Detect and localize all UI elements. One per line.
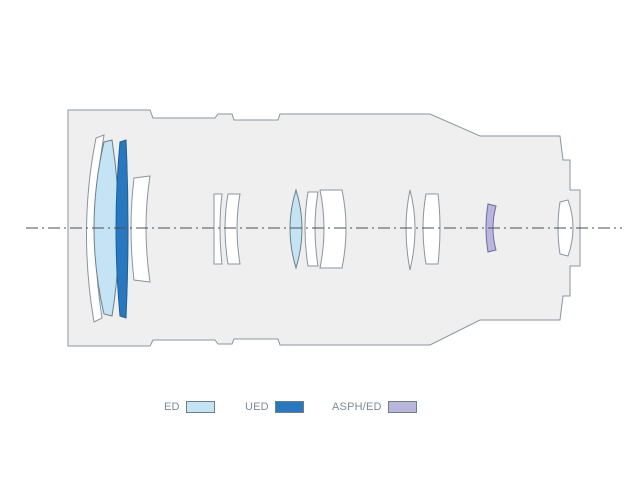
front-group-element-4 bbox=[130, 175, 151, 283]
legend-item-ued: UED bbox=[245, 401, 304, 413]
group3-element-2 bbox=[304, 191, 319, 267]
legend-swatch-asph-ed bbox=[387, 401, 417, 413]
group4-element-1 bbox=[405, 189, 416, 271]
group3-element-3 bbox=[319, 189, 347, 269]
group4-element-2 bbox=[422, 193, 441, 265]
legend-swatch-ed bbox=[185, 401, 215, 413]
group2-element-1 bbox=[213, 193, 223, 265]
legend-item-asph-ed: ASPH/ED bbox=[332, 401, 417, 413]
legend-label-ued: UED bbox=[245, 401, 269, 413]
legend-swatch-ued bbox=[274, 401, 304, 413]
legend-item-ed: ED bbox=[164, 401, 215, 413]
legend: ED UED ASPH/ED bbox=[0, 401, 640, 419]
group2-element-2 bbox=[224, 193, 241, 265]
ued-front-element bbox=[115, 139, 129, 319]
legend-label-asph-ed: ASPH/ED bbox=[332, 401, 382, 413]
legend-label-ed: ED bbox=[164, 401, 180, 413]
ed-group3-element bbox=[289, 188, 303, 270]
